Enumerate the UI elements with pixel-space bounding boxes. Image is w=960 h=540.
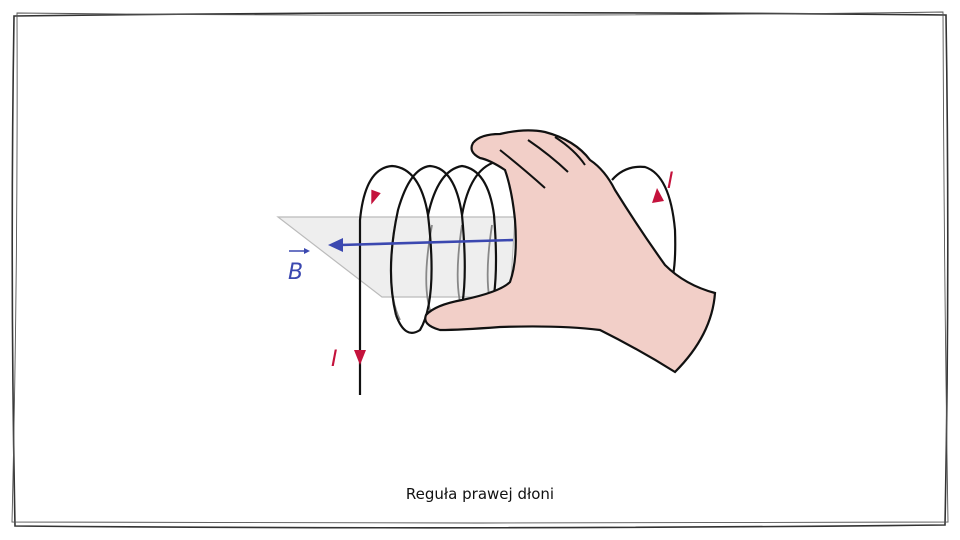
current-arrow-right bbox=[652, 188, 664, 203]
magnetic-field-arrow bbox=[328, 238, 514, 252]
b-label: B bbox=[288, 260, 303, 285]
vector-b-label: B bbox=[288, 248, 310, 285]
hand bbox=[424, 129, 717, 374]
current-arrow-top bbox=[371, 189, 381, 205]
cross-section-plane bbox=[276, 216, 516, 298]
current-label-left: I bbox=[331, 347, 338, 372]
current-label-right: I bbox=[667, 169, 674, 194]
current-arrow-down bbox=[354, 350, 366, 365]
caption: Reguła prawej dłoni bbox=[405, 485, 555, 503]
sketch-frame bbox=[11, 11, 949, 529]
sketch-frame-inner bbox=[11, 11, 949, 524]
finger-lines bbox=[499, 136, 586, 189]
